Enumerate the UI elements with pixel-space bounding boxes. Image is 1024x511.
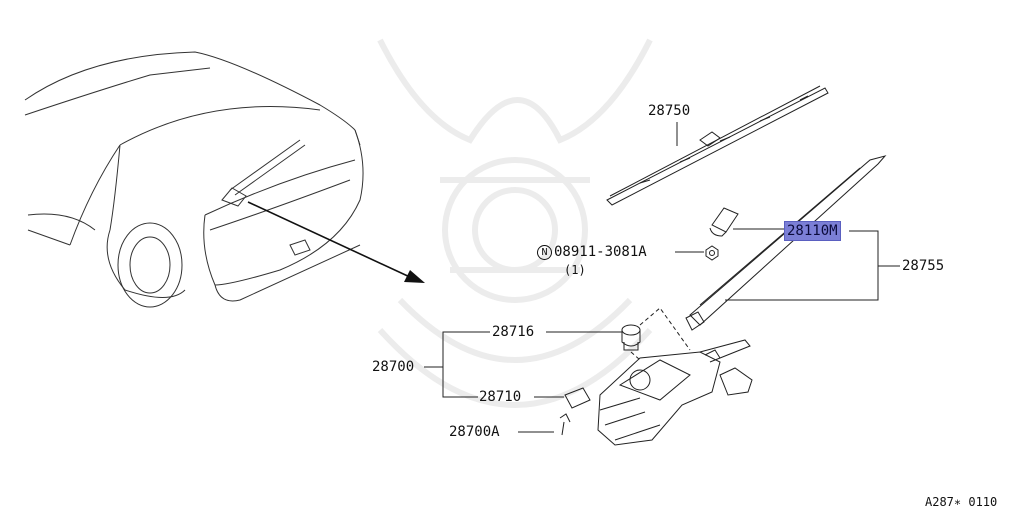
- part-label-28716[interactable]: 28716: [492, 324, 535, 340]
- pivot-cap-part: [621, 324, 641, 351]
- watermark-logo: [377, 38, 653, 408]
- wiper-motor-assembly: [559, 339, 753, 446]
- nut-part: [705, 245, 719, 261]
- part-label-28755[interactable]: 28755: [902, 258, 945, 274]
- arm-cap-part: [709, 207, 739, 237]
- pointer-arrow: [247, 201, 425, 283]
- part-label-28700[interactable]: 28700: [372, 359, 415, 375]
- leader-lines: [424, 122, 900, 433]
- wiper-blade-part: [606, 85, 829, 206]
- part-label-28710[interactable]: 28710: [479, 389, 522, 405]
- part-label-28110M[interactable]: 28110M: [784, 221, 841, 241]
- diagram-code: A287∗ 0110: [925, 495, 998, 509]
- part-number: 08911-3081A: [554, 244, 647, 260]
- part-qty-08911: (1): [564, 263, 586, 277]
- part-label-28700A[interactable]: 28700A: [449, 424, 500, 440]
- alignment-lines: [630, 307, 691, 361]
- part-label-28750[interactable]: 28750: [648, 103, 691, 119]
- wiper-arm-part: [685, 155, 887, 331]
- n-symbol: N: [537, 245, 552, 260]
- car-rear-view: [24, 51, 364, 308]
